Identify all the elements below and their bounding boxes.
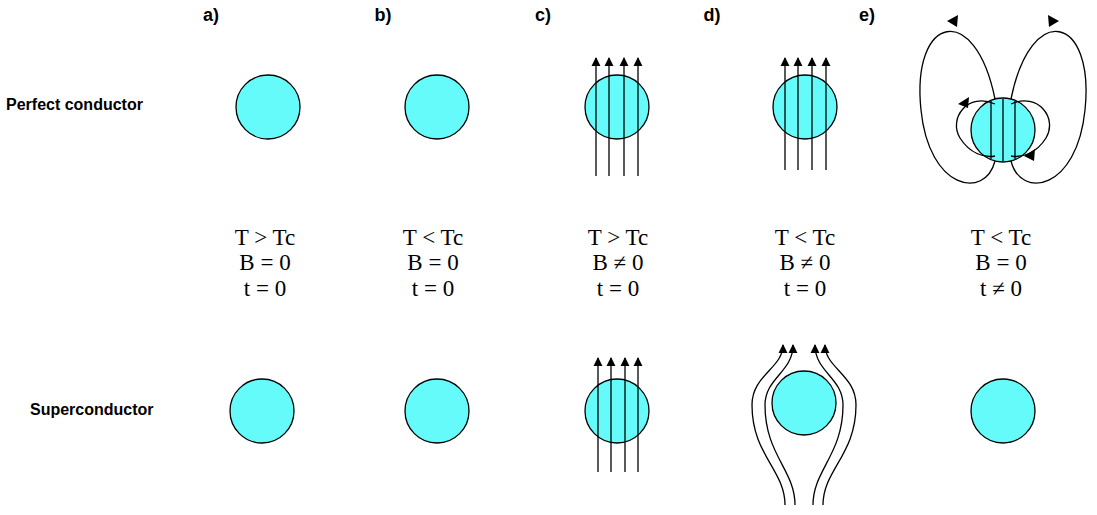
condition-text: B = 0 [239, 250, 290, 275]
panel-letter: a) [203, 6, 219, 26]
field-line [623, 58, 624, 176]
field-line [797, 58, 798, 170]
condition-text: T < Tc [971, 225, 1031, 250]
condition-text: t = 0 [784, 276, 826, 301]
sample-sphere [773, 75, 837, 139]
arrowhead [947, 15, 958, 27]
panel-letter: e) [859, 6, 875, 26]
field-line [1014, 101, 1015, 159]
field-line [990, 101, 991, 159]
field-line [637, 358, 638, 472]
field-line [784, 58, 785, 170]
condition-text: t = 0 [597, 276, 639, 301]
condition-text: t = 0 [412, 276, 454, 301]
sample-sphere [405, 379, 469, 443]
arrowhead [1024, 149, 1035, 161]
sample-sphere [772, 371, 836, 435]
field-line [765, 345, 795, 505]
field-line [1002, 99, 1003, 161]
condition-text: t ≠ 0 [980, 276, 1022, 301]
condition-text: B ≠ 0 [780, 250, 831, 275]
field-line [624, 358, 625, 472]
field-line [1011, 101, 1050, 157]
condition-text: T < Tc [403, 225, 463, 250]
sample-sphere [585, 75, 649, 139]
sample-sphere [971, 98, 1035, 162]
condition-text: T > Tc [588, 225, 648, 250]
field-line [825, 58, 826, 170]
sample-sphere [405, 75, 469, 139]
panel-letter: b) [375, 6, 392, 26]
field-line [597, 358, 598, 472]
field-line [920, 31, 995, 183]
field-line [956, 101, 995, 157]
condition-text: B = 0 [407, 250, 458, 275]
panel-letter: d) [704, 6, 721, 26]
panel-letter: c) [535, 6, 551, 26]
condition-text: B = 0 [975, 250, 1026, 275]
arrowhead [1048, 15, 1059, 27]
field-line [610, 358, 611, 472]
field-line [637, 58, 638, 176]
arrowhead [958, 97, 969, 108]
field-line [811, 58, 812, 170]
field-line [823, 345, 856, 505]
condition-text: T < Tc [775, 225, 835, 250]
row-label: Perfect conductor [6, 96, 143, 114]
sample-sphere [971, 379, 1035, 443]
condition-text: t = 0 [244, 276, 286, 301]
field-line [1011, 31, 1086, 183]
field-line [752, 345, 785, 505]
sample-sphere [236, 75, 300, 139]
field-line [595, 58, 596, 176]
row-label: Superconductor [30, 401, 154, 419]
sample-sphere [230, 379, 294, 443]
sample-sphere [585, 379, 649, 443]
condition-text: B ≠ 0 [593, 250, 644, 275]
condition-text: T > Tc [235, 225, 295, 250]
field-line [608, 58, 609, 176]
